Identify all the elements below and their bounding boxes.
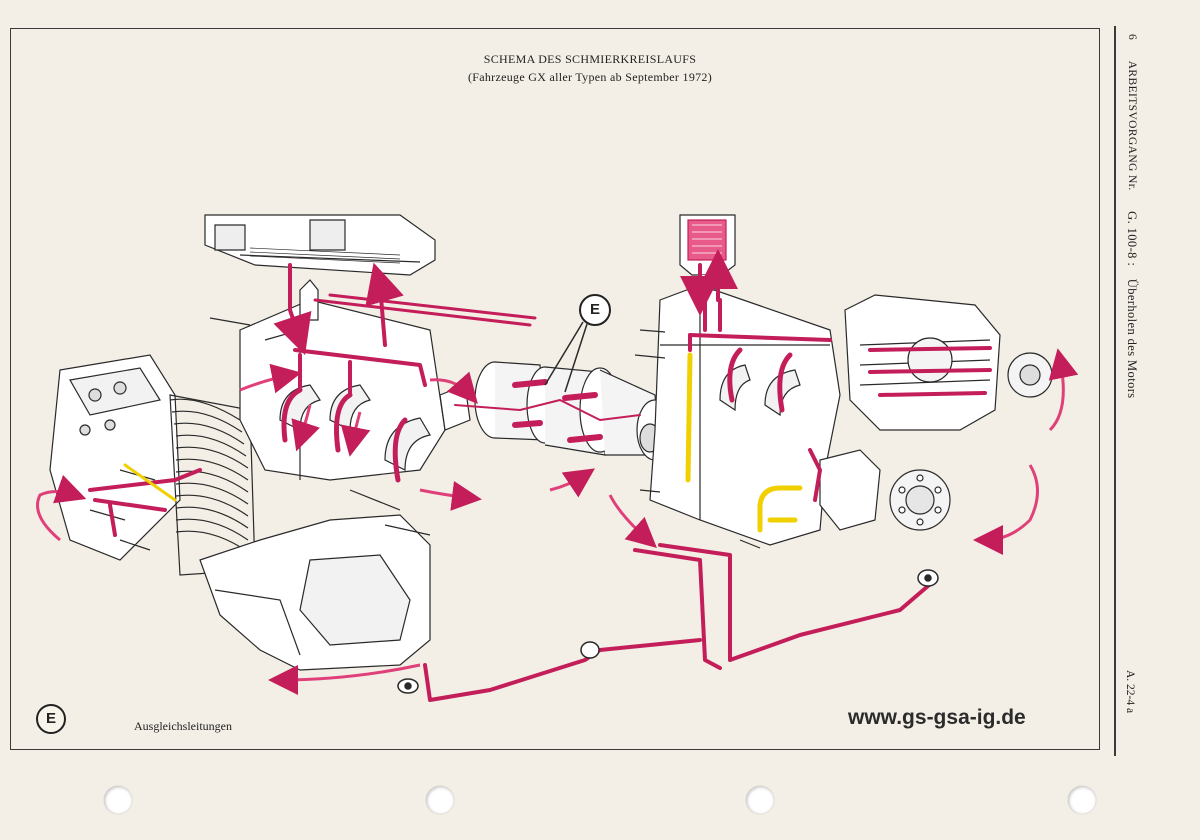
cylinder-fins (169, 398, 249, 553)
diagram-title: SCHEMA DES SCHMIERKREISLAUFS (483, 52, 697, 66)
callout-leaders (544, 321, 588, 393)
side-reference: A. 22-4 a (1124, 670, 1136, 714)
punch-hole (104, 786, 132, 814)
flow-arrows (36, 348, 1079, 695)
watermark: www.gs-gsa-ig.de (848, 706, 1026, 729)
block-upper-left (239, 299, 446, 481)
title-block: SCHEMA DES SCHMIERKREISLAUFS (Fahrzeuge … (420, 50, 760, 86)
punch-hole (746, 786, 774, 814)
right-engine-block (634, 214, 1053, 549)
pipe-clip (580, 641, 600, 659)
punch-hole (426, 786, 454, 814)
crankshaft (439, 361, 674, 461)
callout-e: E (579, 294, 611, 326)
legend-symbol: E (36, 704, 66, 734)
crankcase-right (649, 284, 841, 546)
page-number: 6 (1126, 34, 1138, 41)
diagram-subtitle: (Fahrzeuge GX aller Typen ab September 1… (467, 70, 713, 84)
pipe-clips (397, 569, 939, 694)
punch-hole (1068, 786, 1096, 814)
operation-label: ARBEITSVORGANG Nr. (1126, 60, 1138, 191)
oil-cooler (204, 214, 436, 276)
oil-filter (679, 214, 736, 291)
side-header: 6 ARBEITSVORGANG Nr. G. 100-8 : Überhole… (1124, 34, 1139, 399)
operation-code: G. 100-8 : (1125, 211, 1139, 267)
suction-lines (123, 352, 803, 533)
oil-circuit (88, 249, 992, 702)
page-frame (10, 28, 1100, 750)
studs-right (634, 329, 761, 549)
operation-title: Überholen des Motors (1125, 278, 1139, 399)
side-divider (1114, 26, 1116, 756)
legend-text: Ausgleichsleitungen (134, 719, 232, 733)
